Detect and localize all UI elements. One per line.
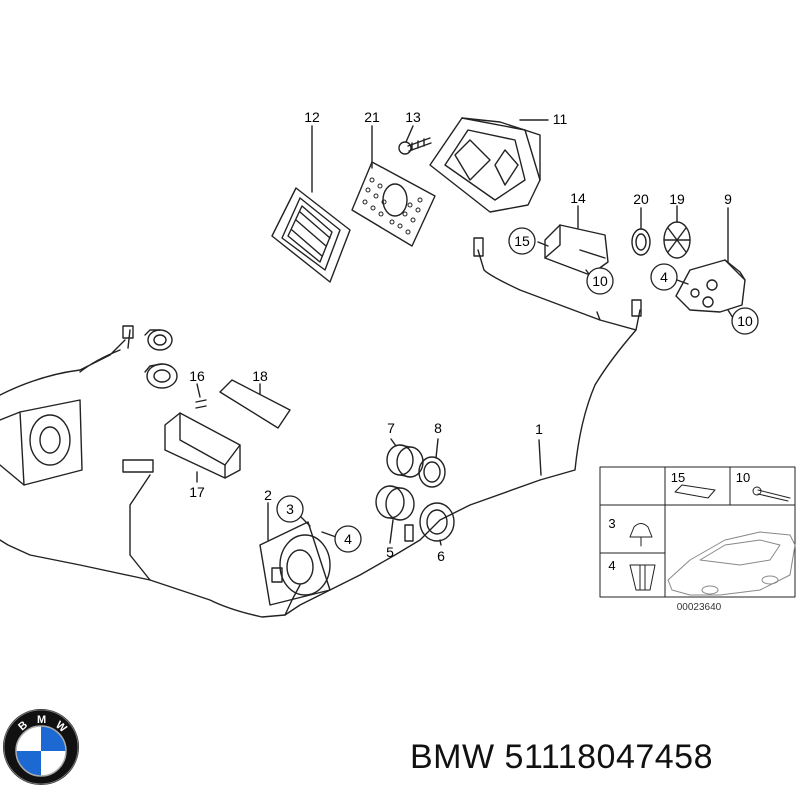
- part-13-screw: [398, 137, 432, 155]
- callout-circle: [650, 263, 678, 291]
- connector-plug: [404, 524, 414, 542]
- callout-8: 8: [434, 420, 442, 436]
- part-2-speaker: [259, 521, 331, 606]
- callout-15: 15: [514, 233, 530, 249]
- part-17-bracket: [164, 412, 241, 479]
- drawing-id: 00023640: [677, 602, 722, 613]
- callout-circle: [586, 267, 614, 295]
- callout-4b: 4: [660, 269, 668, 285]
- callout-10a: 10: [592, 273, 608, 289]
- wiring-harness: [0, 249, 641, 618]
- inset-label-4: 4: [608, 558, 615, 573]
- part-21-plate: [351, 161, 436, 247]
- callout-10b: 10: [737, 313, 753, 329]
- callout-19: 19: [669, 191, 685, 207]
- part-6-ring: [419, 502, 455, 542]
- callout-7: 7: [387, 420, 395, 436]
- grommet-upper-left: [144, 329, 173, 351]
- part-16-pin: [195, 399, 207, 409]
- connector-plug: [122, 459, 154, 473]
- callout-11: 11: [553, 111, 568, 127]
- callout-13: 13: [405, 109, 421, 125]
- callout-9: 9: [724, 191, 732, 207]
- left-speaker: [0, 399, 83, 486]
- callout-3: 3: [286, 501, 294, 517]
- callout-circle: [731, 307, 759, 335]
- grommet-lower-left: [144, 363, 178, 389]
- part-14-module: [544, 224, 609, 276]
- callout-4: 4: [344, 531, 352, 547]
- part-7-ring: [386, 444, 424, 478]
- inset-label-3: 3: [608, 516, 615, 531]
- bmw-logo: [3, 709, 79, 785]
- callout-2: 2: [264, 487, 272, 503]
- callout-16: 16: [189, 368, 205, 384]
- part-12-grille: [271, 187, 351, 283]
- brand-name: BMW: [410, 738, 495, 776]
- part-8-ring: [418, 456, 446, 488]
- callout-20: 20: [633, 191, 649, 207]
- part-9-housing: [675, 259, 746, 313]
- callout-14: 14: [570, 190, 586, 206]
- logo-letter-m: M: [37, 714, 46, 726]
- callout-21: 21: [364, 109, 380, 125]
- callout-circle: [508, 227, 536, 255]
- callout-5: 5: [386, 544, 394, 560]
- wiring-harness-branch-mid: [129, 474, 151, 581]
- connector-plug: [122, 325, 134, 339]
- part-5-ring: [375, 485, 415, 521]
- part-20-disc: [631, 228, 651, 256]
- callout-12: 12: [304, 109, 320, 125]
- callout-18: 18: [252, 368, 268, 384]
- inset-label-15: 15: [671, 470, 685, 485]
- callout-1: 1: [535, 421, 543, 437]
- inset-box: [599, 466, 796, 598]
- callout-17: 17: [189, 484, 205, 500]
- connector-plug: [631, 299, 642, 317]
- callout-circle: [276, 495, 304, 523]
- part-number: 51118047458: [504, 738, 714, 776]
- part-19-disc: [663, 221, 691, 259]
- part-18-pad: [219, 379, 291, 429]
- wiring-harness-upper: [596, 311, 601, 321]
- part-11-housing: [429, 117, 541, 213]
- wiring-harness-branch-left: [0, 329, 131, 396]
- connector-plug: [473, 237, 484, 257]
- callout-circle: [334, 525, 362, 553]
- part-caption: BMW 51118047458: [410, 738, 713, 777]
- callout-6: 6: [437, 548, 445, 564]
- inset-label-10: 10: [736, 470, 750, 485]
